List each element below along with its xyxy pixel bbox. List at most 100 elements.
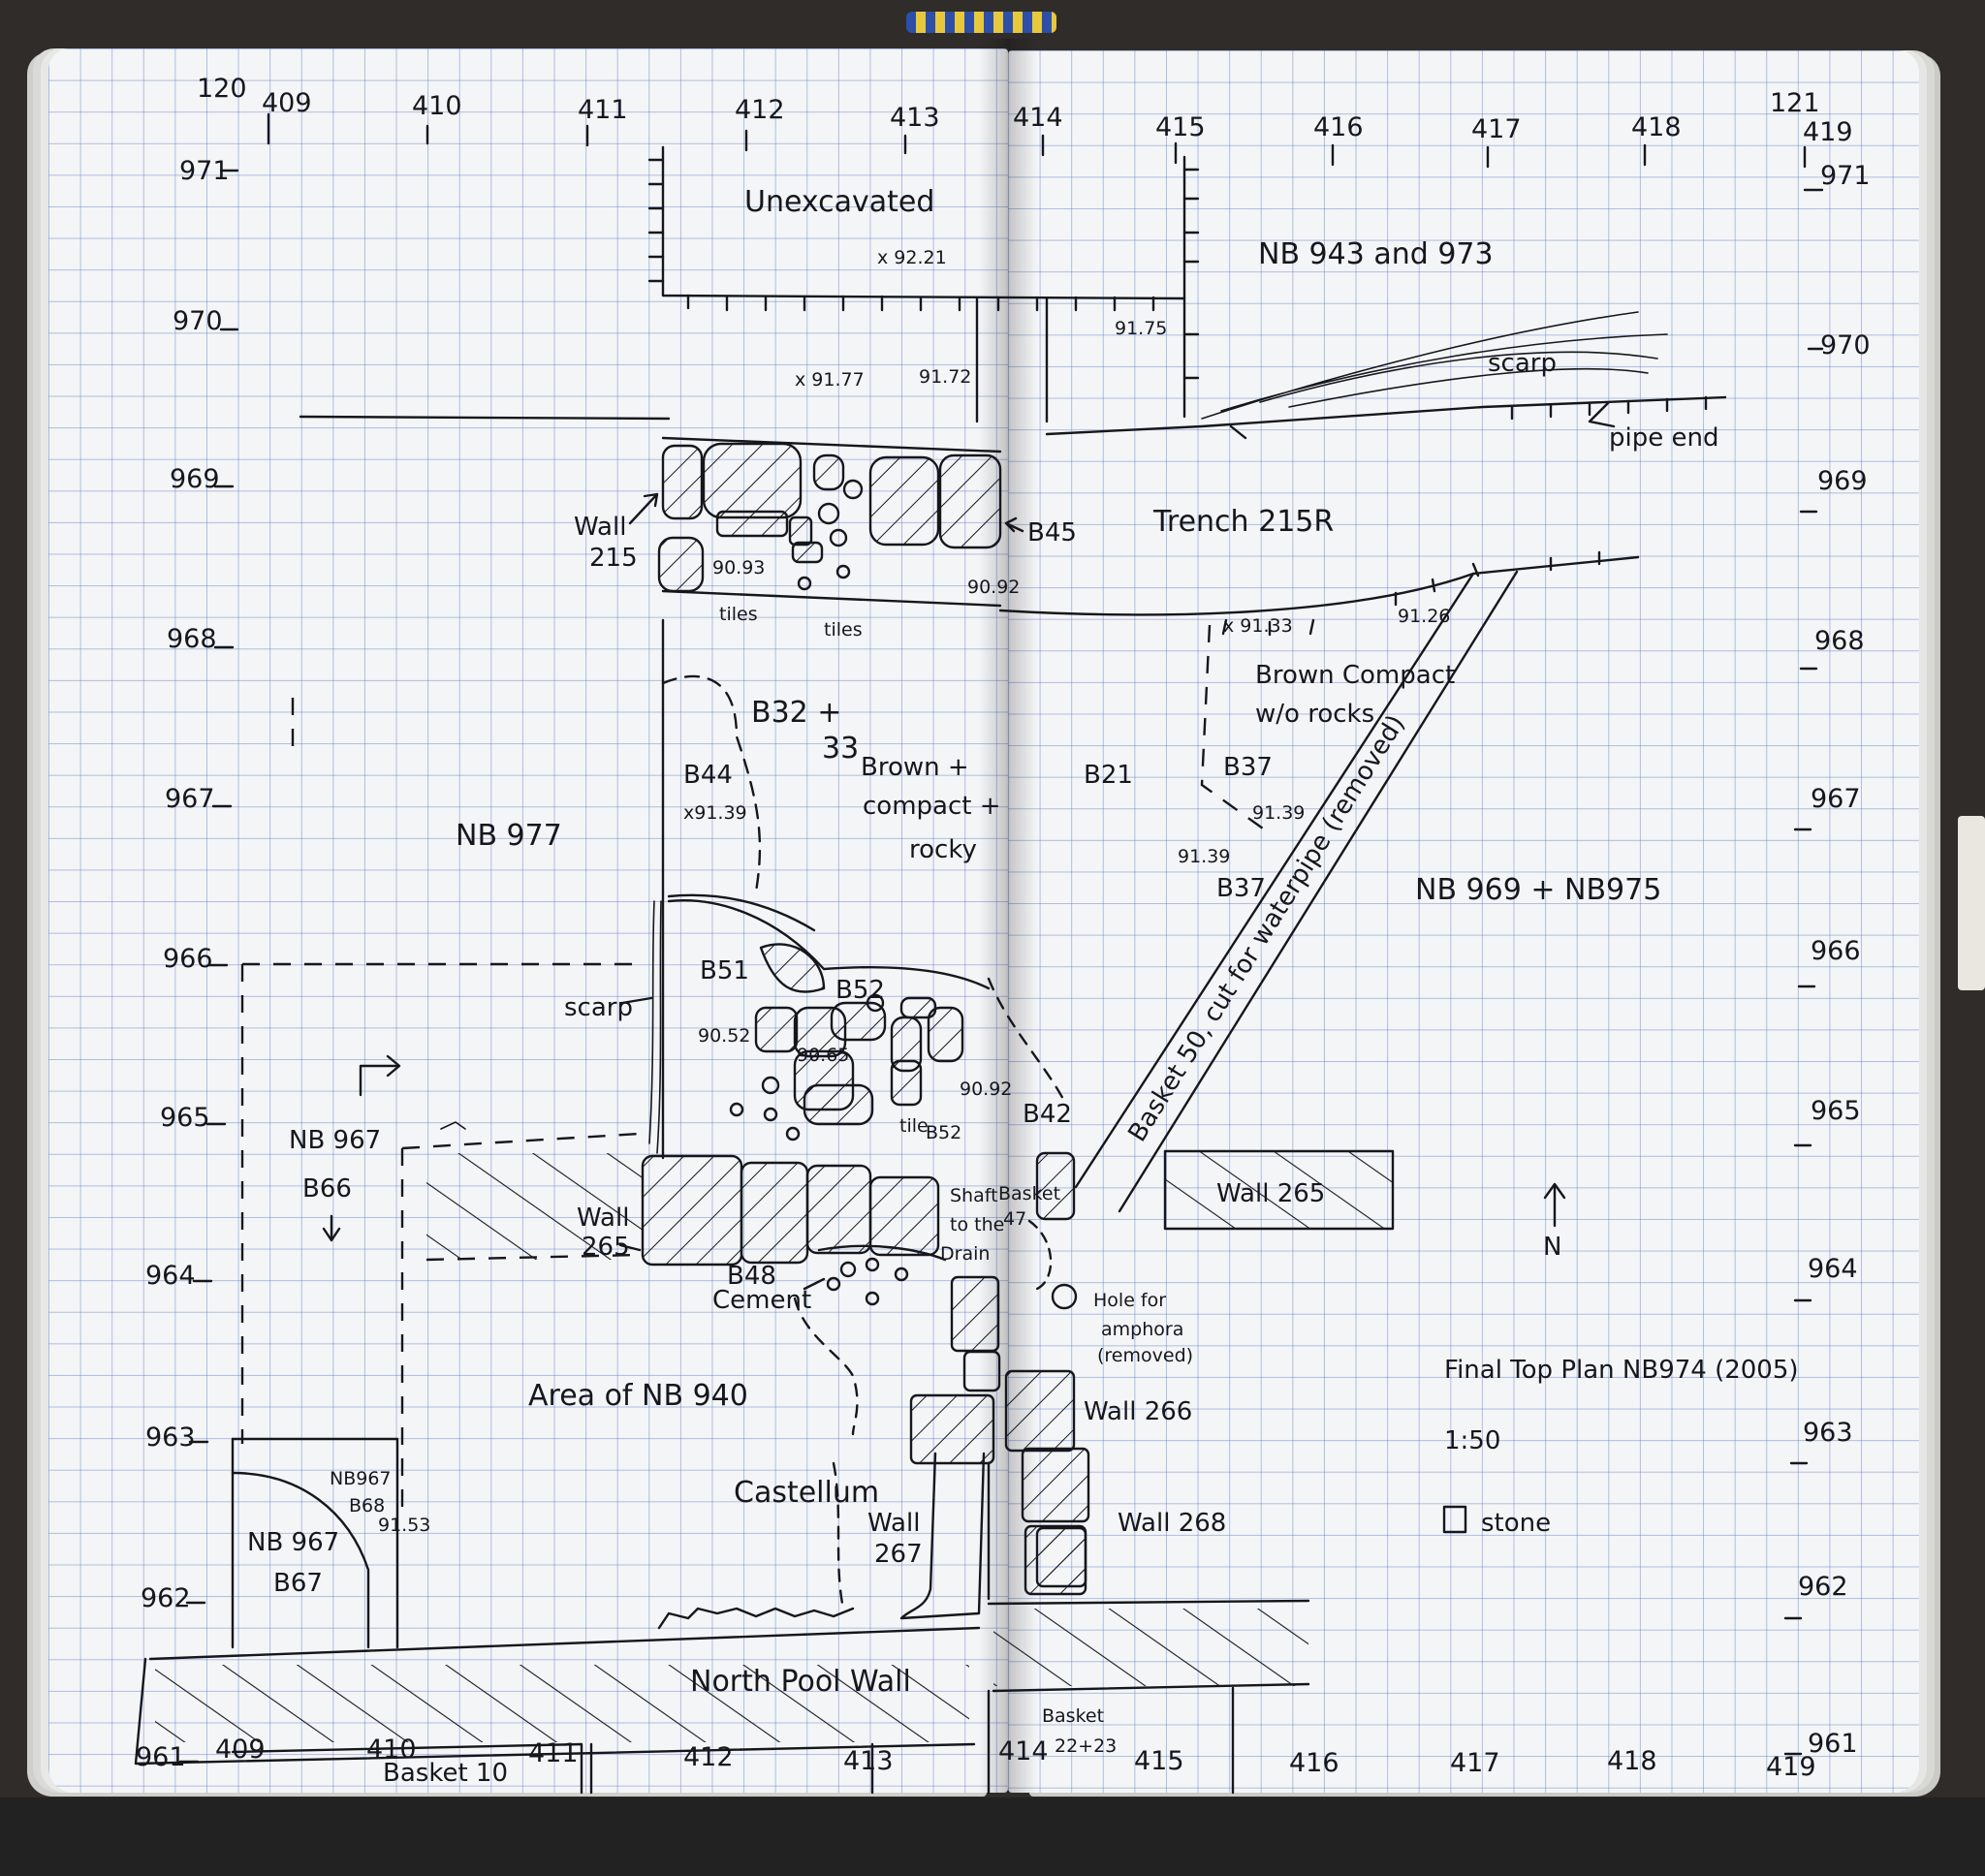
bottom-baskets xyxy=(231,1686,1235,1795)
unexcavated-outline xyxy=(647,145,1200,423)
wall-215-label: 215 xyxy=(589,544,638,573)
axis-label: 414 xyxy=(1013,103,1063,133)
basket-47-label: 47 xyxy=(1003,1208,1026,1230)
bottom-axis: 409 410 411 412 413 414 415 416 417 418 … xyxy=(215,1735,1816,1782)
b37-label: B37 xyxy=(1223,753,1273,782)
elevation-mark: 91.39 xyxy=(1178,846,1230,867)
b66-arrow xyxy=(322,1214,341,1242)
axis-label: 962 xyxy=(141,1583,191,1613)
bookmark-ribbon xyxy=(906,12,1056,33)
scarp-label: scarp xyxy=(1488,349,1557,378)
waterpipe-cut xyxy=(1074,570,1519,1213)
turn-arrow xyxy=(359,1054,401,1097)
shaft-label: Drain xyxy=(940,1243,990,1265)
b67-label: NB 967 xyxy=(247,1528,339,1557)
legend-stone-swatch xyxy=(1442,1505,1467,1534)
elevation-mark: 90.92 xyxy=(960,1079,1012,1100)
b48-label: B48 xyxy=(727,1262,776,1291)
axis-label: 965 xyxy=(160,1103,210,1133)
right-axis: 971 970 969 968 967 966 965 964 963 962 … xyxy=(1798,161,1871,1759)
axis-label: 969 xyxy=(170,464,220,494)
axis-label: 962 xyxy=(1798,1572,1848,1602)
basket-22-23-label: 22+23 xyxy=(1055,1735,1117,1757)
hole-label: amphora xyxy=(1101,1319,1183,1340)
caret-mark xyxy=(440,1121,466,1130)
b67-b68-area xyxy=(231,1437,399,1649)
elevation-mark: x91.39 xyxy=(683,802,747,824)
b44-outline xyxy=(661,618,816,1160)
brown-compact2-label: w/o rocks xyxy=(1255,700,1374,729)
north-pool-wall-label: North Pool Wall xyxy=(690,1665,911,1699)
b68-label: NB967 xyxy=(330,1468,392,1489)
b45-arrow xyxy=(1004,516,1024,533)
shaft-label: to the xyxy=(950,1214,1004,1235)
elevation-mark: 91.53 xyxy=(378,1515,430,1536)
b21-label: B21 xyxy=(1084,761,1133,790)
axis-label: 415 xyxy=(1155,112,1206,142)
b32-label: 33 xyxy=(822,732,859,766)
top-axis: 120 409 410 411 412 413 414 415 416 417 … xyxy=(197,74,1853,147)
section-line xyxy=(299,415,671,421)
b37-label: B37 xyxy=(1216,874,1266,903)
top-axis-ticks xyxy=(267,112,1807,169)
brown-compact-label: rocky xyxy=(909,835,977,864)
axis-label: 413 xyxy=(843,1746,894,1776)
wall-268-label: Wall 268 xyxy=(1118,1509,1226,1538)
axis-label: 418 xyxy=(1607,1746,1657,1776)
wall-265-right xyxy=(1163,1149,1395,1231)
wall-267-label: 267 xyxy=(874,1540,923,1569)
axis-label: 963 xyxy=(145,1423,196,1453)
wall-265-label: 265 xyxy=(582,1233,630,1262)
trench-south-edge xyxy=(998,550,1640,637)
b52-label: B52 xyxy=(926,1122,961,1143)
hole-label: (removed) xyxy=(1097,1345,1193,1366)
right-page xyxy=(1008,50,1919,1793)
wall-215-stones xyxy=(657,436,1002,608)
wall-265-arrow xyxy=(618,1243,642,1252)
axis-label: 415 xyxy=(1134,1746,1184,1776)
trench-label: Trench 215R xyxy=(1152,505,1334,539)
elevation-mark: 90.65 xyxy=(797,1045,849,1066)
axis-label: 121 xyxy=(1770,88,1820,118)
left-axis-ticks xyxy=(178,169,239,1764)
b32-label: B32 + xyxy=(751,696,841,730)
brown-compact-label: compact + xyxy=(863,792,1001,821)
castellum-outline xyxy=(832,1461,845,1610)
wall-267-label: Wall xyxy=(867,1509,920,1538)
basket-47-stones xyxy=(1027,1151,1076,1291)
b37-outline xyxy=(1200,624,1271,834)
axis-label: 965 xyxy=(1811,1096,1861,1126)
pipe-end-label: pipe end xyxy=(1609,423,1718,453)
north-arrow xyxy=(1543,1182,1566,1228)
nb967-label: NB 967 xyxy=(289,1126,381,1155)
axis-label: 968 xyxy=(167,624,217,654)
nb977-label: NB 977 xyxy=(456,819,562,853)
wall-265-label: Wall 265 xyxy=(1216,1179,1325,1208)
elevation-mark: 90.52 xyxy=(698,1025,750,1047)
north-label: N xyxy=(1543,1233,1561,1262)
elevation-mark: x 92.21 xyxy=(877,247,947,268)
axis-label: 417 xyxy=(1450,1748,1500,1778)
axis-label: 970 xyxy=(173,306,223,336)
brown-compact2-label: Brown Compact xyxy=(1255,661,1455,690)
b48-label: Cement xyxy=(712,1286,811,1315)
nb969-975-label: NB 969 + NB975 xyxy=(1415,873,1661,907)
wall-215-label: Wall xyxy=(574,513,626,542)
axis-label: 413 xyxy=(890,103,940,133)
axis-label: 412 xyxy=(683,1742,734,1772)
unexcavated-label: Unexcavated xyxy=(744,185,934,219)
b52-label: B52 xyxy=(835,976,885,1005)
shaft-label: Shaft xyxy=(950,1185,998,1206)
axis-label: 418 xyxy=(1631,112,1682,142)
elevation-mark: 90.92 xyxy=(967,577,1020,598)
area-940-label: Area of NB 940 xyxy=(528,1379,748,1413)
axis-label: 966 xyxy=(163,944,213,974)
axis-label: 968 xyxy=(1814,626,1865,656)
elevation-mark: 91.75 xyxy=(1115,318,1167,339)
b44-label: B44 xyxy=(683,761,733,790)
elevation-mark: 90.93 xyxy=(712,557,765,578)
axis-label: 964 xyxy=(145,1261,196,1291)
b51-label: B51 xyxy=(700,956,749,985)
axis-label: 964 xyxy=(1808,1254,1858,1284)
